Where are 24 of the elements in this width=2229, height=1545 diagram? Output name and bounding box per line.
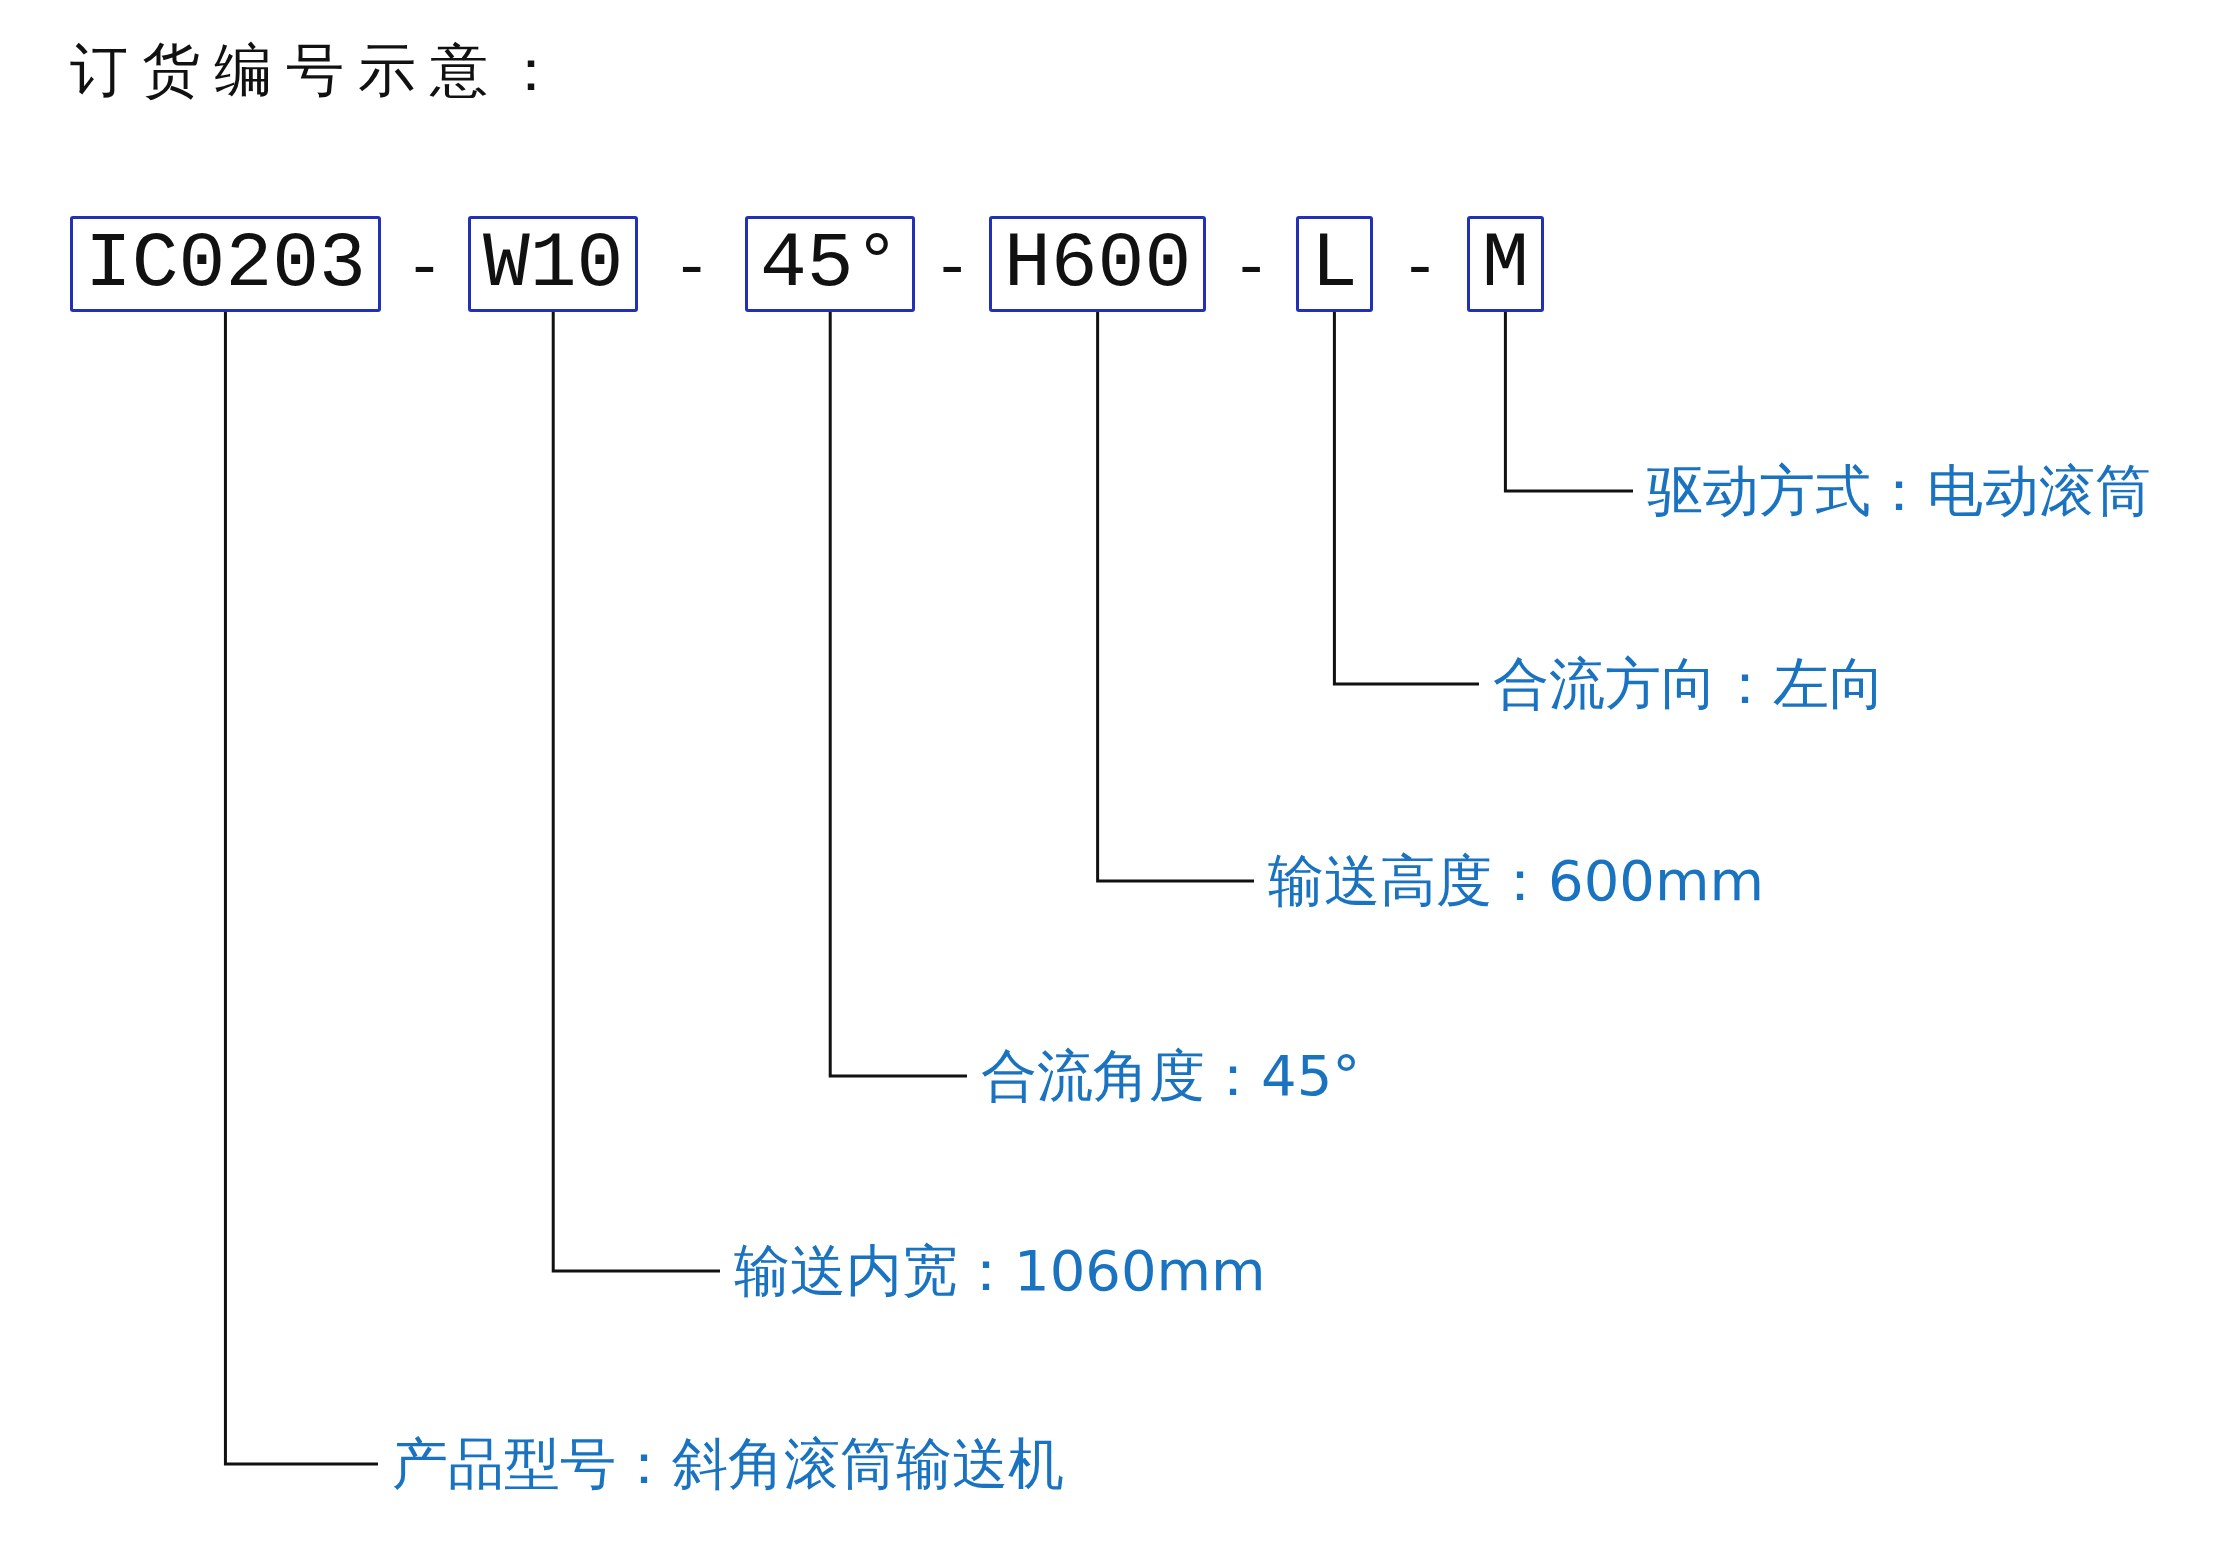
separator-dash: - bbox=[933, 258, 972, 282]
separator-dash: - bbox=[405, 258, 444, 282]
leader-line bbox=[1503, 312, 1633, 493]
leader-line bbox=[1096, 312, 1254, 883]
callout-text: 驱动方式：电动滚筒 bbox=[1647, 460, 2151, 522]
code-segment-box: 45° bbox=[745, 216, 916, 312]
leader-line bbox=[828, 312, 967, 1078]
callout-text: 合流方向：左向 bbox=[1493, 653, 1885, 715]
separator-dash: - bbox=[1400, 258, 1440, 282]
diagram-title: 订货编号示意： bbox=[70, 36, 574, 104]
code-segment-box: M bbox=[1467, 216, 1544, 312]
callout-text: 合流角度：45° bbox=[981, 1045, 1361, 1107]
callout-text: 输送内宽：1060mm bbox=[734, 1240, 1266, 1302]
leader-line bbox=[223, 312, 378, 1466]
code-segment-box: W10 bbox=[468, 216, 639, 312]
callout-text: 输送高度：600mm bbox=[1268, 850, 1764, 912]
leader-line bbox=[551, 312, 720, 1273]
separator-dash: - bbox=[672, 258, 711, 282]
code-segment-box: L bbox=[1296, 216, 1373, 312]
separator-dash: - bbox=[1231, 258, 1271, 282]
callout-text: 产品型号：斜角滚筒输送机 bbox=[392, 1433, 1064, 1495]
code-segment-box: H600 bbox=[989, 216, 1207, 312]
code-segment-box: IC0203 bbox=[70, 216, 381, 312]
leader-line bbox=[1332, 312, 1479, 686]
